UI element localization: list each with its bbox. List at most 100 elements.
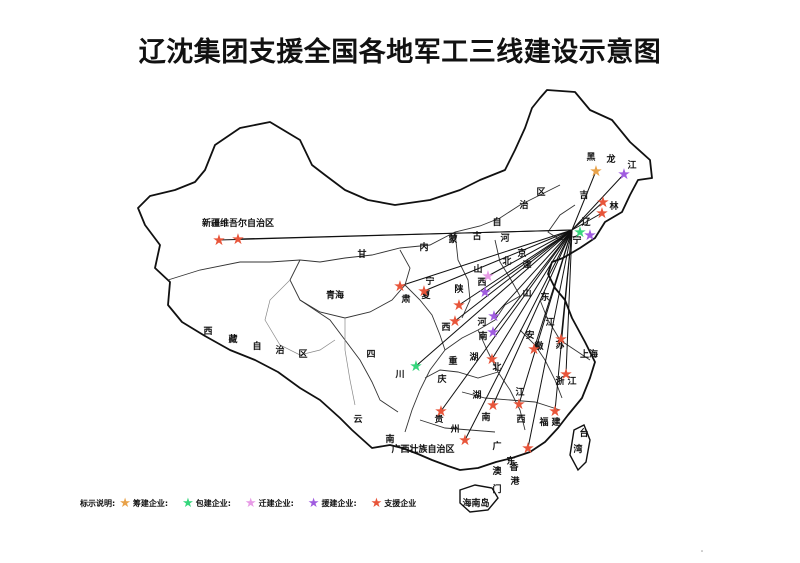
region-label-zhejiang-zhe: 浙 [555,375,564,387]
star-icon-m-xinjiang-red1: ★ [212,231,225,249]
region-label-shaanxi-shan: 陕 [454,283,464,295]
star-icon-m-anhui-red: ★ [527,340,540,358]
region-label-yunnan-nan: 南 [385,433,394,445]
region-label-chongqing-qing: 庆 [436,373,446,385]
region-label-sichuan-chuan: 川 [394,369,404,380]
support-line-m-hubei-red [491,229,573,360]
region-label-shandong-shan: 山 [522,287,531,299]
star-icon: ★ [119,495,131,511]
region-label-taiwan-wan: 湾 [573,443,582,455]
region-label-xinjiang: 新疆维吾尔自治区 [202,217,274,229]
region-label-shandong-dong: 东 [540,291,549,303]
star-icon-m-shanxi-purple: ★ [478,283,491,301]
china-outline [137,89,653,471]
stray-dot [701,550,703,552]
region-label-neimenggu-zhi: 治 [519,199,528,211]
region-label-heilongjiang-long: 龙 [605,153,615,165]
region-label-liaoning-ning: 宁 [572,234,581,246]
star-icon-m-fujian-red: ★ [548,402,561,420]
region-label-shanxi-shan: 山 [473,263,482,275]
region-label-anhui-an: 安 [525,329,534,341]
region-label-ningxia-xia: 夏 [420,290,431,301]
legend-label: 筹建企业 [132,499,165,508]
region-label-taiwan-tai: 台 [579,427,588,439]
region-label-jiangxi-xi: 西 [516,414,525,425]
star-icon-m-guizhou-red: ★ [434,402,447,420]
region-label-yunnan-yun: 云 [353,414,362,425]
region-label-neimenggu-qu: 区 [536,187,545,198]
star-icon-m-ningxia-red: ★ [417,282,430,300]
region-label-anhui-hui: 徽 [533,340,544,352]
star-icon-m-heilong-orange: ★ [589,162,602,180]
star-icon-m-gansu-red: ★ [393,277,406,295]
support-line-m-jilin-red1 [571,201,604,231]
region-label-gansu-su: 肃 [401,293,410,305]
star-icon: ★ [182,495,194,511]
legend-item-red: ★ 支援企业 [371,497,417,510]
region-label-xizang-zhi: 治 [275,344,284,356]
region-label-heilongjiang-hei: 黑 [586,152,595,163]
region-label-shanxi-xi: 西 [477,277,486,288]
region-label-jiangxi-jiang: 江 [515,386,524,398]
legend-prefix: 标示说明: [80,499,116,508]
region-label-guangxi: 广西壮族自治区 [391,443,454,455]
legend-item-pink: ★ 迁建企业: [244,495,294,511]
region-label-shaanxi-xi: 西 [441,322,450,333]
region-label-hebei-he: 河 [500,232,509,244]
support-line-m-guizhou-red [440,229,573,412]
region-label-zhejiang-jiang: 江 [567,375,576,387]
legend-label: 援建企业 [321,499,354,508]
internal-borders-light [264,279,356,406]
enterprise-markers: ★★★★★★★★★★★★★★★★★★★★★★★★★★★ [212,162,630,457]
region-label-hunan-nan: 南 [481,411,490,423]
legend-label: 迁建企业 [258,499,291,508]
region-label-xizang-qu: 区 [298,349,307,360]
region-label-jilin-lin: 林 [609,200,619,212]
star-icon-m-henan-purple2: ★ [486,323,499,341]
support-line-m-henan-purple2 [492,229,573,333]
region-label-hunan-hu: 湖 [472,389,481,401]
legend: 标示说明: ★ 筹建企业: ★ 包建企业: ★ 迁建企业: ★ 援建企业: ★ … [80,495,430,511]
region-label-liaoning-liao: 辽 [581,216,591,228]
region-label-xizang-xi: 西 [203,326,212,337]
star-icon-m-hubei-red: ★ [485,350,498,368]
star-icon-m-xinjiang-red2: ★ [231,230,244,248]
region-label-guizhou-gui: 贵 [434,413,443,425]
region-label-aomen-men: 门 [492,483,501,495]
legend-item-orange: ★ 筹建企业: [119,495,169,511]
star-icon-m-jiangsu-red: ★ [554,330,567,348]
support-line-m-shanxi-purple [484,229,573,293]
region-label-xianggang-gang: 港 [510,475,520,487]
support-line-m-henan-purple1 [493,229,573,317]
support-line-m-shaanxi-red2 [454,229,573,322]
star-icon-m-sichuan-green: ★ [409,357,422,375]
region-label-henan-he: 河 [477,316,486,328]
region-label-hubei-bei: 北 [492,361,501,373]
star-icon-m-jilin-red2: ★ [595,204,608,222]
region-label-jiangsu-jiang: 江 [545,316,554,328]
region-label-chongqing-chong: 重 [448,355,457,367]
region-label-shanghai: 上海 [580,348,598,360]
star-icon-m-heilong-purple: ★ [617,165,630,183]
star-icon-m-jiangxi-red: ★ [512,395,525,413]
region-label-sichuan-si: 四 [366,349,375,360]
region-labels: 黑龙江吉林辽宁内蒙古自治区新疆维吾尔自治区甘肃青海宁夏西藏自治区四川云南陕西山西… [202,152,637,509]
region-label-guangdong-dong: 东 [506,455,515,467]
star-icon-m-shanxi-pink: ★ [481,267,494,285]
legend-item-green: ★ 包建企业: [182,495,231,511]
hainan-island [459,484,499,513]
region-label-hebei-bei: 北 [502,255,511,267]
region-label-xizang-zang: 藏 [228,333,237,345]
support-line-m-shanxi-pink [487,229,573,277]
region-label-neimenggu-meng: 蒙 [448,233,457,245]
region-label-beijing: 京 [517,247,526,259]
region-label-qinghai: 青海 [326,289,344,301]
region-label-aomen-ao: 澳 [492,465,502,477]
support-line-m-fujian-red [554,229,573,412]
support-line-m-guangxi-red [464,229,573,441]
support-line-m-ningxia-red [423,229,573,292]
support-line-m-xinjiang-red2 [237,229,573,240]
support-line-m-shaanxi-red1 [458,229,573,306]
region-label-jiangsu-su: 苏 [555,339,564,351]
